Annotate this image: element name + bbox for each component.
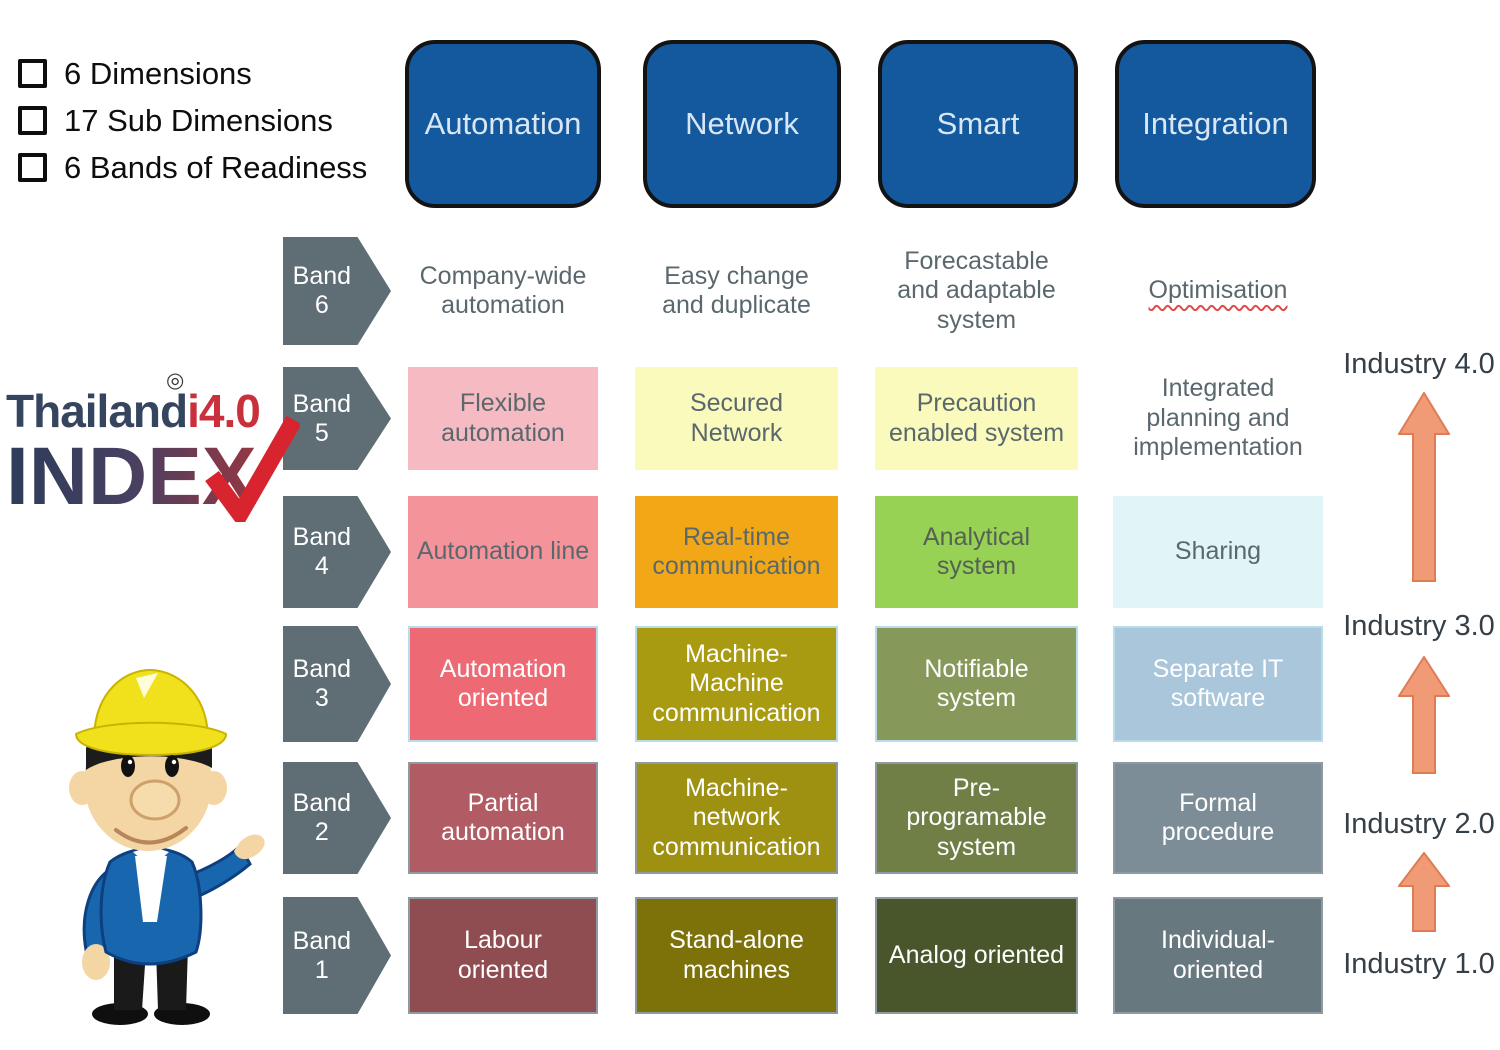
matrix-cell: Analog oriented <box>875 897 1078 1014</box>
column-header-label: Network <box>685 106 799 141</box>
cell-text: Secured Network <box>689 389 784 447</box>
thailand-i40-index-logo: Thailandi4.0 ◎ INDEX <box>6 369 300 522</box>
checkbox-icon <box>18 106 47 135</box>
band-label: Band 2 <box>292 789 352 846</box>
up-arrow-icon <box>1398 852 1450 932</box>
matrix-cell: Formal procedure <box>1113 762 1323 874</box>
cell-text: Optimisation <box>1148 276 1288 305</box>
cell-text: Integrated planning and implementation <box>1133 374 1303 462</box>
cell-text: Company-wide automation <box>419 261 587 320</box>
cell-text: Partial automation <box>441 788 565 847</box>
cell-text: Notifiable system <box>924 654 1029 713</box>
cell-text: Real-time communication <box>652 522 821 581</box>
industry-3-label: Industry 3.0 <box>1343 610 1495 642</box>
matrix-cell: Automation line <box>408 496 598 608</box>
band-label: Band 1 <box>292 926 352 984</box>
column-header-integration: Integration <box>1115 40 1316 208</box>
matrix-cell: Separate IT software <box>1113 626 1323 742</box>
matrix-cell: Sharing <box>1113 496 1323 608</box>
cell-text: Flexible automation <box>441 389 565 447</box>
matrix-cell: Machine-Machine communication <box>635 626 838 742</box>
checklist-label: 17 Sub Dimensions <box>64 102 333 138</box>
cell-text: Machine-Machine communication <box>652 639 821 727</box>
checkbox-icon <box>18 59 47 88</box>
column-header-label: Automation <box>424 106 582 141</box>
checklist-item: 6 Dimensions <box>18 50 367 97</box>
matrix-cell: Pre-programable system <box>875 762 1078 874</box>
matrix-cell: Partial automation <box>408 762 598 874</box>
column-header-automation: Automation <box>405 40 601 208</box>
cell-text: Forecastable and adaptable system <box>897 246 1056 334</box>
industry-1-label: Industry 1.0 <box>1343 948 1495 980</box>
cell-text: Analog oriented <box>888 940 1065 969</box>
band-label: Band 4 <box>292 523 352 580</box>
matrix-cell: Analytical system <box>875 496 1078 608</box>
band-arrow-band-3: Band 3 <box>283 626 391 742</box>
industry-4-label: Industry 4.0 <box>1343 348 1495 380</box>
red-check-icon <box>205 415 300 522</box>
cell-text: Analytical system <box>923 522 1030 581</box>
checklist-item: 17 Sub Dimensions <box>18 97 367 144</box>
logo-index-text: INDEX <box>6 415 300 522</box>
column-header-smart: Smart <box>878 40 1078 208</box>
cell-text: Sharing <box>1174 537 1262 566</box>
matrix-cell: Forecastable and adaptable system <box>875 237 1078 345</box>
matrix-cell: Secured Network <box>635 367 838 470</box>
up-arrow-icon <box>1398 392 1450 582</box>
matrix-cell: Easy change and duplicate <box>635 237 838 345</box>
band-arrow-band-2: Band 2 <box>283 762 391 874</box>
up-arrow-icon <box>1398 656 1450 774</box>
matrix-cell: Real-time communication <box>635 496 838 608</box>
column-header-label: Smart <box>936 106 1020 141</box>
column-header-label: Integration <box>1142 106 1289 141</box>
cell-text: Formal procedure <box>1161 788 1275 847</box>
industry-2-label: Industry 2.0 <box>1343 808 1495 840</box>
cell-text: Stand-alone machines <box>669 926 804 984</box>
logo-top-line: Thailandi4.0 ◎ <box>6 369 286 438</box>
cell-text: Machine-network communication <box>652 773 821 861</box>
cell-text: Labour oriented <box>457 926 549 984</box>
checklist-item: 6 Bands of Readiness <box>18 144 367 191</box>
cell-text: Pre-programable system <box>906 773 1047 861</box>
summary-checklist: 6 Dimensions 17 Sub Dimensions 6 Bands o… <box>18 50 367 191</box>
band-arrow-band-1: Band 1 <box>283 897 391 1014</box>
logo-thailand-text: Thailand <box>6 385 188 437</box>
matrix-cell: Optimisation <box>1113 237 1323 345</box>
cell-text: Automation oriented <box>439 654 567 713</box>
band-arrow-band-6: Band 6 <box>283 237 391 345</box>
target-icon: ◎ <box>166 369 184 392</box>
logo-i40-text: i4.0 <box>187 385 261 437</box>
matrix-cell: Notifiable system <box>875 626 1078 742</box>
cell-text: Individual-oriented <box>1161 926 1275 984</box>
cell-text: Separate IT software <box>1152 654 1284 713</box>
checklist-label: 6 Dimensions <box>64 55 252 91</box>
cell-text: Easy change and duplicate <box>662 261 811 320</box>
matrix-cell: Labour oriented <box>408 897 598 1014</box>
checkbox-icon <box>18 153 47 182</box>
matrix-cell: Integrated planning and implementation <box>1113 367 1323 470</box>
column-header-network: Network <box>643 40 841 208</box>
engineer-mascot-illustration <box>69 668 265 1025</box>
matrix-cell: Individual-oriented <box>1113 897 1323 1014</box>
checklist-label: 6 Bands of Readiness <box>64 149 368 185</box>
cell-text: Automation line <box>416 537 590 566</box>
cell-text: Precaution enabled system <box>888 389 1065 447</box>
matrix-cell: Automation oriented <box>408 626 598 742</box>
matrix-cell: Precaution enabled system <box>875 367 1078 470</box>
band-label: Band 3 <box>292 655 352 712</box>
matrix-cell: Stand-alone machines <box>635 897 838 1014</box>
band-label: Band 5 <box>292 389 352 447</box>
band-label: Band 6 <box>292 262 352 319</box>
matrix-cell: Flexible automation <box>408 367 598 470</box>
matrix-cell: Company-wide automation <box>408 237 598 345</box>
matrix-cell: Machine-network communication <box>635 762 838 874</box>
